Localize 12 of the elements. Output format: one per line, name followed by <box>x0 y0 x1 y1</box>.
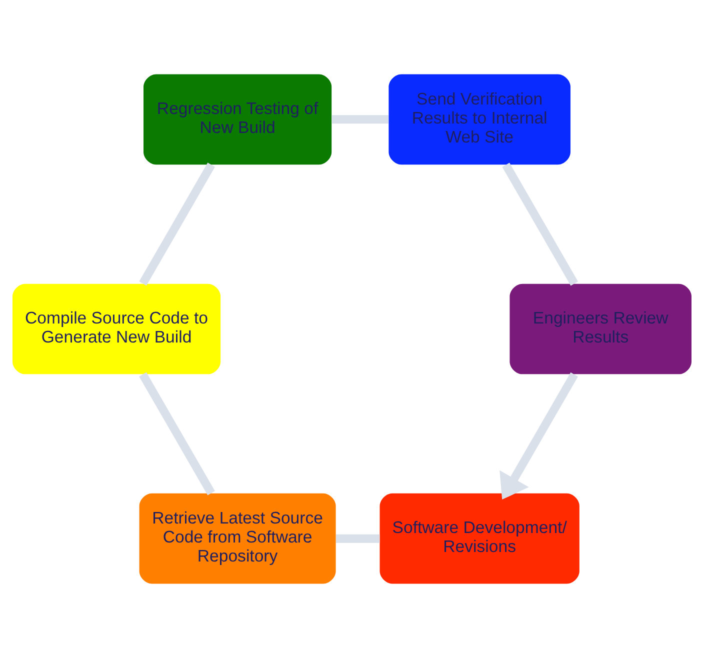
connector <box>336 534 380 543</box>
node-box: Send Verification Results to Internal Web Site <box>388 74 570 165</box>
node-box: Engineers Review Results <box>510 284 692 374</box>
connector <box>139 372 215 496</box>
connector <box>139 162 215 286</box>
arrow <box>500 372 578 500</box>
connector <box>502 162 578 286</box>
node-box: Software Development/ Revisions <box>380 493 580 584</box>
node-box: Retrieve Latest Source Code from Software Repository <box>139 493 336 584</box>
node-box: Regression Testing of New Build <box>144 74 332 165</box>
node-box: Compile Source Code to Generate New Build <box>12 284 221 374</box>
connector <box>332 115 388 124</box>
